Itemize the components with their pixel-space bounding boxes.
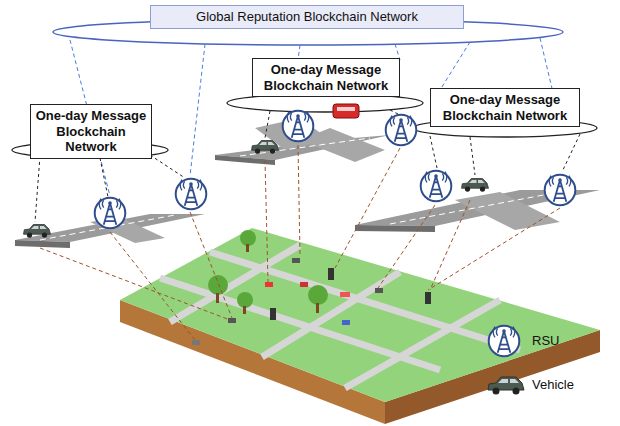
network-label: One-day Message Blockchain Network	[435, 92, 575, 123]
message-network-box: One-day Message Blockchain Network	[430, 88, 580, 127]
network-label: One-day Message Blockchain Network	[257, 62, 395, 93]
network-label: One-day Message Blockchain Network	[35, 108, 147, 155]
legend-label: Vehicle	[532, 377, 574, 392]
global-network-box: Global Reputation Blockchain Network	[150, 5, 464, 29]
network-label: Global Reputation Blockchain Network	[155, 9, 459, 25]
message-network-box: One-day Message Blockchain Network	[30, 104, 152, 159]
legend-label: RSU	[532, 333, 559, 348]
message-network-box: One-day Message Blockchain Network	[252, 58, 400, 97]
